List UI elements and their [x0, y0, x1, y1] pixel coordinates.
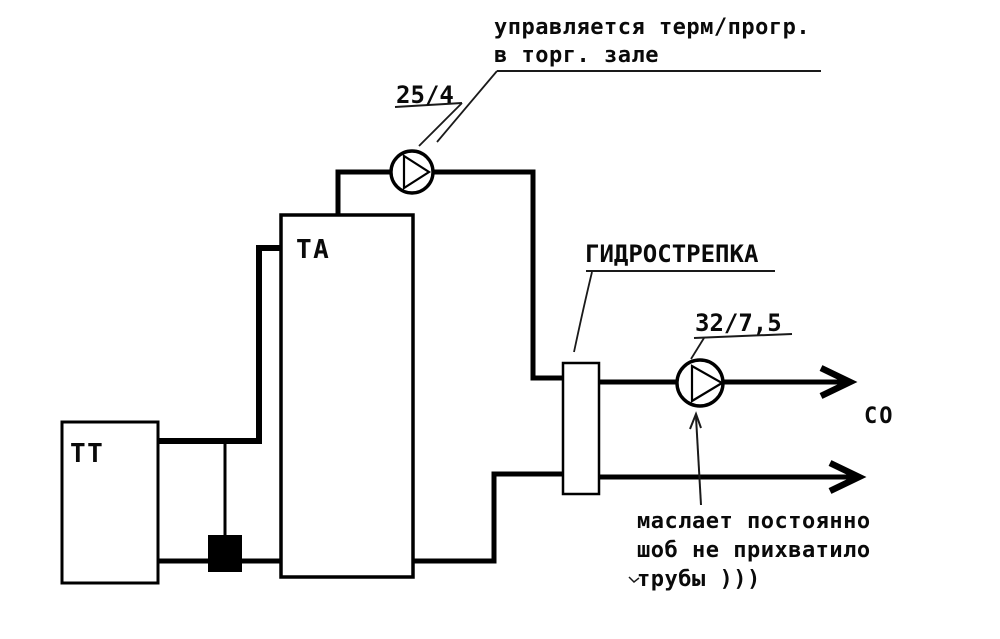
arrow-right-icon: [819, 365, 858, 399]
pump-charge-underline: [394, 102, 463, 108]
system-label: СО: [864, 404, 895, 429]
note-bottom-arrow: [695, 416, 702, 506]
boiler-label: ТТ: [70, 439, 104, 469]
valve-icon: [208, 535, 242, 572]
up-arrow-icon: [689, 411, 702, 430]
note-top-line2: в торг. зале: [494, 43, 659, 68]
accumulator-label: ТА: [296, 235, 330, 265]
pump-charge-icon: [389, 149, 435, 195]
note-top-line1: управляется терм/прогр.: [494, 15, 810, 40]
note-bottom-line1: маслает постоянно: [637, 509, 871, 534]
pipe-tt-supply: [157, 245, 284, 444]
hydro-separator: [561, 361, 601, 496]
arrow-right-icon: [828, 460, 867, 494]
pump-charge-label: 25/4: [396, 81, 454, 109]
note-top-leader: [436, 70, 498, 143]
note-bottom-line3: трубы ))): [637, 567, 761, 592]
pump-charge-leader: [418, 102, 463, 147]
pipe-charge-supply: [335, 169, 564, 381]
accumulator-box: [279, 213, 415, 579]
pump-system-label: 32/7,5: [695, 309, 782, 337]
pipe-separator-return: [412, 471, 564, 564]
pump-system-icon: [675, 358, 725, 408]
pump-system-leader: [690, 337, 705, 360]
separator-label: ГИДРОСТРЕПКА: [585, 240, 759, 268]
pump-system-underline: [693, 333, 793, 339]
separator-leader: [573, 271, 593, 353]
stray-mark: [628, 576, 640, 584]
boiler-box: [60, 420, 160, 585]
note-bottom-line2: шоб не прихватило: [637, 538, 871, 563]
